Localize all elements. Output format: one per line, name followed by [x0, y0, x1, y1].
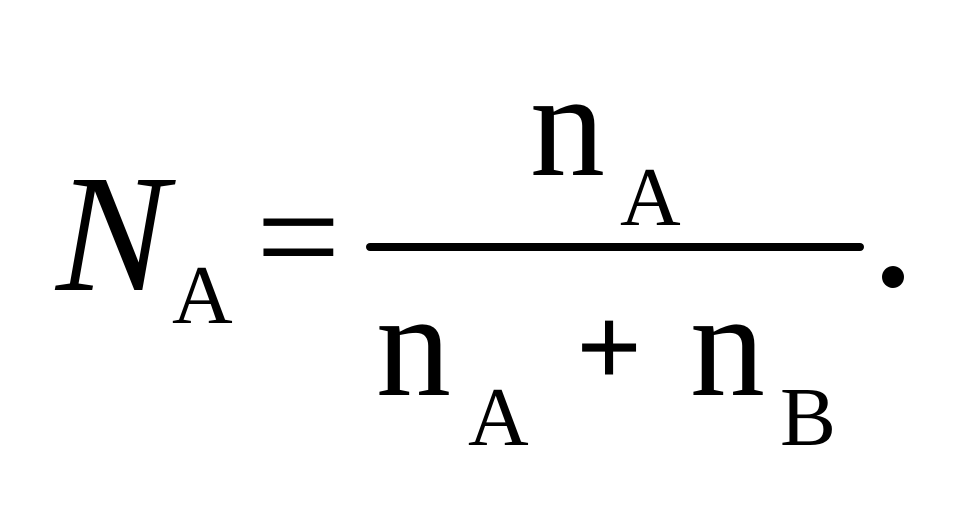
plus-sign: + [576, 284, 643, 412]
denominator-term1-variable: n [376, 262, 451, 428]
fraction-bar [366, 243, 864, 251]
denominator-term2-subscript: B [780, 371, 837, 464]
denominator-term1-subscript: A [468, 371, 529, 464]
numerator-variable: n [530, 42, 605, 208]
denominator-term2-variable: n [690, 262, 765, 428]
lhs-variable: N [56, 141, 169, 327]
lhs-subscript: A [172, 249, 233, 342]
equals-sign: = [256, 154, 341, 320]
period [882, 266, 904, 288]
numerator-subscript: A [620, 151, 681, 244]
